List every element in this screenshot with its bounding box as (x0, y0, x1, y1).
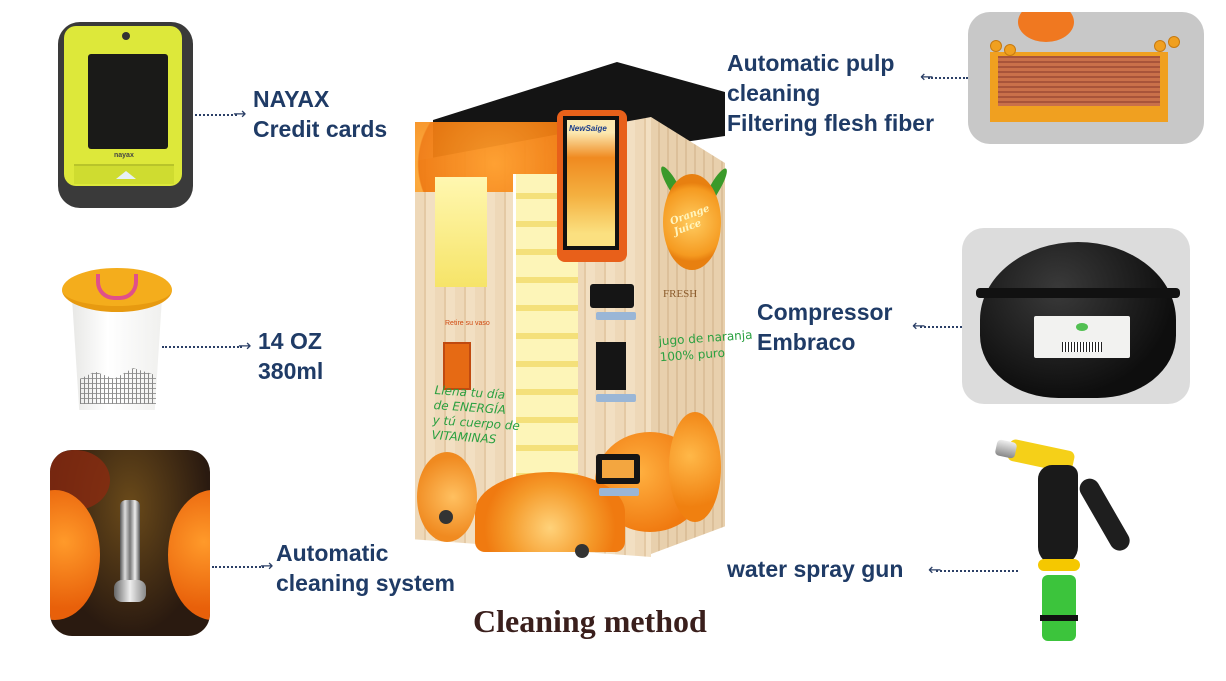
cleaning-label-line1: Automatic (276, 540, 389, 566)
juice-vending-machine-image: NewSaige Retire su vaso Llena tu día de … (415, 62, 753, 562)
bolt (1168, 36, 1180, 48)
fresh-label: FRESH (663, 288, 698, 300)
cup-lid-handle (96, 274, 138, 300)
arrow-to-spray-gun-label: ← (928, 561, 1018, 579)
arrow-right-icon: → (238, 336, 252, 355)
coin-acceptor (596, 342, 626, 390)
hose-connector (1042, 575, 1076, 641)
arrow-to-cleaning-label: → (212, 557, 273, 575)
orange-left (50, 490, 100, 620)
pulp-label-line2: cleaning (727, 80, 821, 106)
card-slot-indicator (116, 171, 136, 179)
compressor-band (976, 288, 1180, 298)
spray-gun-label-line1: water spray gun (727, 556, 904, 582)
cleaning-system-image (50, 450, 210, 636)
screen-display (567, 120, 615, 246)
cup-image (58, 258, 178, 418)
cup-lid (62, 268, 172, 312)
arrow-left-icon: ← (920, 67, 934, 86)
orange-slice-bottom (475, 472, 625, 552)
screen-brand: NewSaige (569, 124, 607, 133)
nayax-card-reader-image: nayax (58, 22, 193, 208)
pickup-tag (599, 488, 639, 496)
spray-gun-label: water spray gun (727, 554, 903, 584)
bolt (990, 40, 1002, 52)
orange-juice-logo: Orange Juice (663, 174, 721, 270)
filter-rods (998, 56, 1160, 106)
pulp-label-line3: Filtering flesh fiber (727, 110, 935, 136)
gun-ring (1038, 559, 1080, 571)
pickup-window-inner (602, 460, 634, 478)
barcode (1062, 342, 1102, 352)
cup-label: 14 OZ 380ml (258, 326, 323, 386)
bolt (1004, 44, 1016, 56)
hose-connector-band (1040, 615, 1078, 621)
side-slogan: jugo de naranja 100% puro (658, 327, 753, 365)
pulp-label: Automatic pulp cleaning Filtering flesh … (727, 48, 934, 138)
caster-wheel (575, 544, 589, 558)
gun-trigger (1076, 475, 1130, 555)
retire-label: Retire su vaso (445, 320, 490, 327)
caster-wheel (439, 510, 453, 524)
touch-screen: NewSaige (557, 110, 627, 262)
compressor-label-line1: Compressor (757, 299, 893, 325)
cleaning-label: Automatic cleaning system (276, 538, 455, 598)
cleaning-label-line2: cleaning system (276, 570, 455, 596)
cleaning-nozzle (114, 580, 146, 602)
bolt (1154, 40, 1166, 52)
filter-disc (1018, 12, 1074, 42)
cleaning-pipe (120, 500, 140, 600)
camera-dot (122, 32, 130, 40)
nayax-label-line1: NAYAX (253, 86, 330, 112)
side-orange-graphic (669, 412, 721, 522)
bill-acceptor-tag (596, 312, 636, 320)
reader-screen (88, 54, 168, 149)
arrow-right-icon: → (233, 104, 247, 123)
reader-body: nayax (64, 26, 182, 186)
nayax-label: NAYAX Credit cards (253, 84, 387, 144)
embraco-leaf-logo (1076, 323, 1088, 331)
cup-label-line1: 14 OZ (258, 328, 322, 354)
reader-brand: nayax (114, 152, 134, 159)
water-spray-gun-image (990, 435, 1130, 655)
compressor-image (962, 228, 1190, 404)
orange-right (168, 490, 210, 620)
page-title: Cleaning method (473, 603, 707, 639)
arrow-to-pulp-label: ← (920, 68, 968, 86)
compressor-label-line2: Embraco (757, 329, 856, 355)
front-slogan: Llena tu día de ENERGÍA y tú cuerpo de V… (431, 383, 521, 447)
nayax-label-line2: Credit cards (253, 116, 388, 142)
coin-acceptor-tag (596, 394, 636, 402)
compressor-label: Compressor Embraco (757, 297, 892, 357)
orange-slice-left (417, 452, 477, 542)
arrow-right-icon: → (260, 556, 274, 575)
cup-label-line2: 380ml (258, 358, 324, 384)
arrow-to-cup-label: → (162, 337, 251, 355)
arrow-to-nayax-label: → (195, 105, 246, 123)
juicing-window (435, 177, 487, 287)
orange-juice-logo-text: Orange Juice (668, 203, 712, 238)
cup-out-window (443, 342, 471, 390)
pulp-filter-image (968, 12, 1204, 144)
arrow-to-compressor-label: ← (912, 317, 962, 335)
gun-grip (1038, 465, 1078, 565)
bill-acceptor (590, 284, 634, 308)
arrow-left-icon: ← (912, 316, 926, 335)
gun-nozzle-tip (994, 439, 1018, 459)
pulp-label-line1: Automatic pulp (727, 50, 895, 76)
arrow-left-icon: ← (928, 560, 942, 579)
cup-pickup-window (596, 454, 640, 484)
